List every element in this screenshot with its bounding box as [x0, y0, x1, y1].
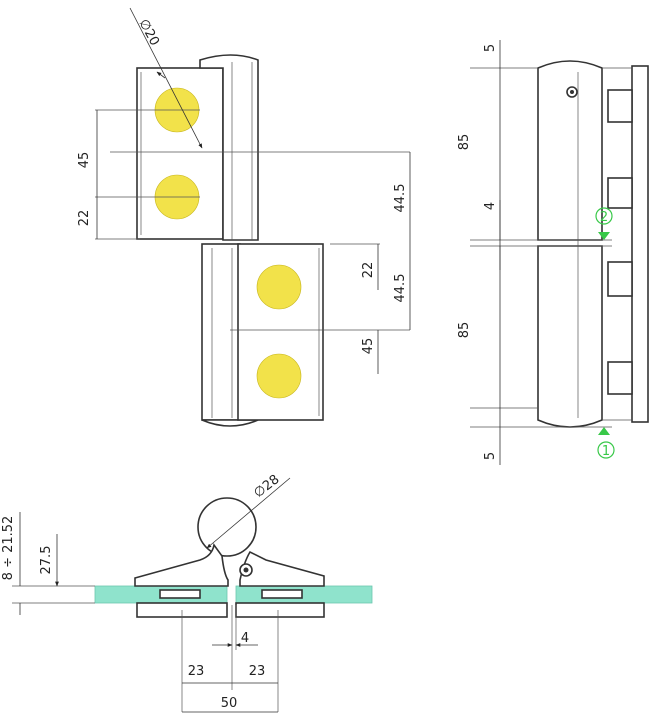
dim-22-lower: 22	[361, 262, 376, 279]
hole-lower-1	[256, 264, 302, 310]
dim-23-left: 23	[188, 664, 205, 679]
dim-45-lower: 45	[361, 338, 376, 355]
dim-5-bottom: 5	[483, 452, 498, 460]
marker-1-arrow	[598, 427, 610, 435]
plan-view: ∅28 8 ÷ 21.52 27.5 4 23 23 50	[1, 472, 373, 713]
dim-23-right: 23	[249, 664, 266, 679]
lower-knuckle	[201, 243, 241, 421]
front-diameter-label: ∅20	[135, 17, 161, 49]
marker-2-arrow	[598, 232, 610, 240]
dim-85-lower: 85	[457, 322, 472, 339]
side-view: 5 85 4 85 5 2 1	[457, 40, 649, 465]
upper-knuckle	[199, 54, 259, 241]
plan-diameter-label: ∅28	[251, 472, 282, 501]
dim-range: 8 ÷ 21.52	[1, 516, 16, 581]
dim-44-5-lower: 44.5	[393, 274, 408, 303]
plan-clamp-right	[235, 602, 325, 618]
dim-5-top: 5	[483, 44, 498, 52]
dim-85-upper: 85	[457, 134, 472, 151]
hole-lower-2	[256, 353, 302, 399]
side-lower-body	[537, 245, 603, 428]
plan-knuckle	[197, 497, 257, 557]
dim-4-side: 4	[483, 202, 498, 210]
glass-pane-right	[235, 585, 373, 604]
dim-27-5: 27.5	[39, 546, 54, 575]
dim-22-upper: 22	[77, 210, 92, 227]
side-glass-plate	[631, 65, 649, 423]
dim-4-plan: 4	[241, 631, 249, 646]
front-view: ∅20 45 22 44.5 22 44.5 45	[77, 7, 411, 427]
marker-2-circle	[595, 207, 613, 225]
dim-45-upper: 45	[77, 152, 92, 169]
marker-1-label: 1	[602, 444, 610, 459]
dim-50: 50	[221, 696, 238, 711]
marker-2-label: 2	[600, 210, 608, 225]
side-upper-body	[537, 60, 603, 241]
plan-wing-left	[134, 543, 229, 587]
marker-1-circle	[597, 441, 615, 459]
dim-44-5-upper: 44.5	[393, 184, 408, 213]
